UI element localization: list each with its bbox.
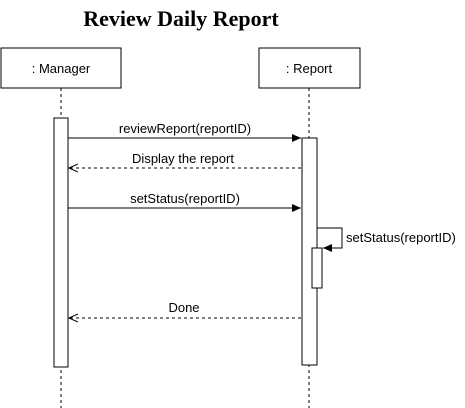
message-self-set-status-arrow xyxy=(317,227,343,252)
message-review-report-label: reviewReport(reportID) xyxy=(119,121,251,136)
message-set-status-label: setStatus(reportID) xyxy=(130,191,240,206)
diagram-title: Review Daily Report xyxy=(83,6,279,31)
message-set-status: setStatus(reportID) xyxy=(68,191,301,212)
activation-bar-manager xyxy=(53,117,69,368)
lifeline-report-label: : Report xyxy=(286,61,333,76)
message-display-report: Display the report xyxy=(69,151,301,168)
activation-bar-report-nested xyxy=(311,247,323,289)
message-review-report: reviewReport(reportID) xyxy=(68,121,301,142)
lifeline-manager: : Manager xyxy=(0,47,122,408)
lifeline-report-box xyxy=(258,47,361,89)
lifeline-manager-box xyxy=(0,47,122,89)
message-self-set-status-label: setStatus(reportID) xyxy=(346,230,456,245)
message-display-report-label: Display the report xyxy=(132,151,234,166)
message-self-set-status: setStatus(reportID) xyxy=(317,227,456,252)
message-done: Done xyxy=(69,300,301,318)
lifeline-manager-label: : Manager xyxy=(32,61,91,76)
lifeline-report: : Report xyxy=(258,47,361,408)
message-done-label: Done xyxy=(168,300,199,315)
